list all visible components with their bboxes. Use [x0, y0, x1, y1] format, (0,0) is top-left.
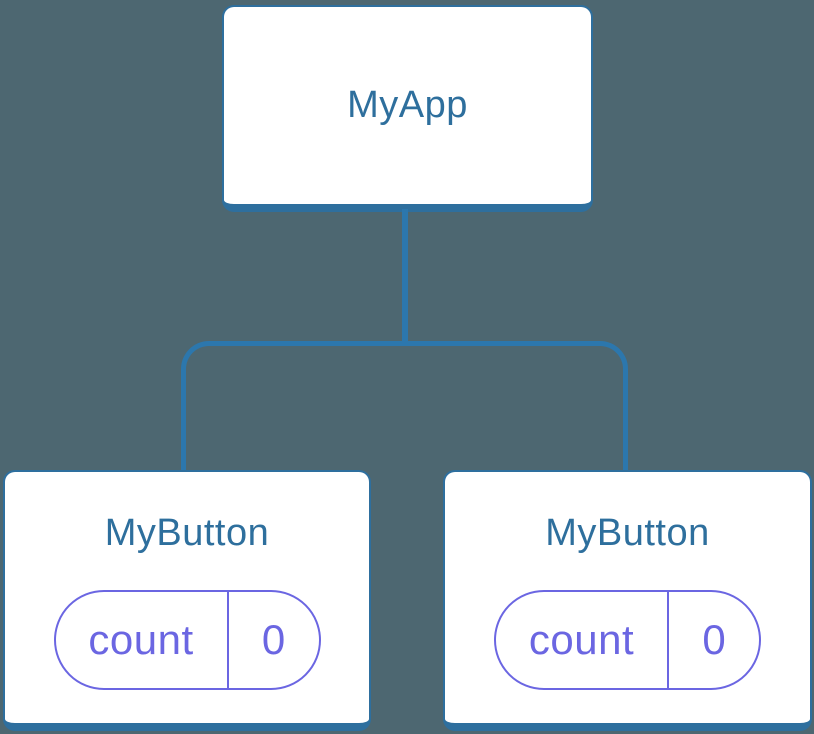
state-value: 0	[261, 615, 286, 663]
state-key-label: count	[496, 591, 669, 688]
state-pill: count 0	[53, 589, 321, 690]
connector-root-line	[402, 209, 408, 344]
state-pill: count 0	[494, 589, 761, 690]
node-myapp: MyApp	[222, 5, 593, 212]
node-mybutton-left: MyButton count 0	[3, 470, 371, 731]
node-title: MyButton	[545, 512, 710, 554]
node-title: MyButton	[104, 512, 270, 554]
connector-children-bracket	[181, 341, 628, 470]
state-value: 0	[702, 615, 726, 663]
node-title: MyApp	[347, 83, 468, 126]
state-key-label: count	[56, 591, 229, 688]
node-mybutton-right: MyButton count 0	[443, 470, 812, 731]
